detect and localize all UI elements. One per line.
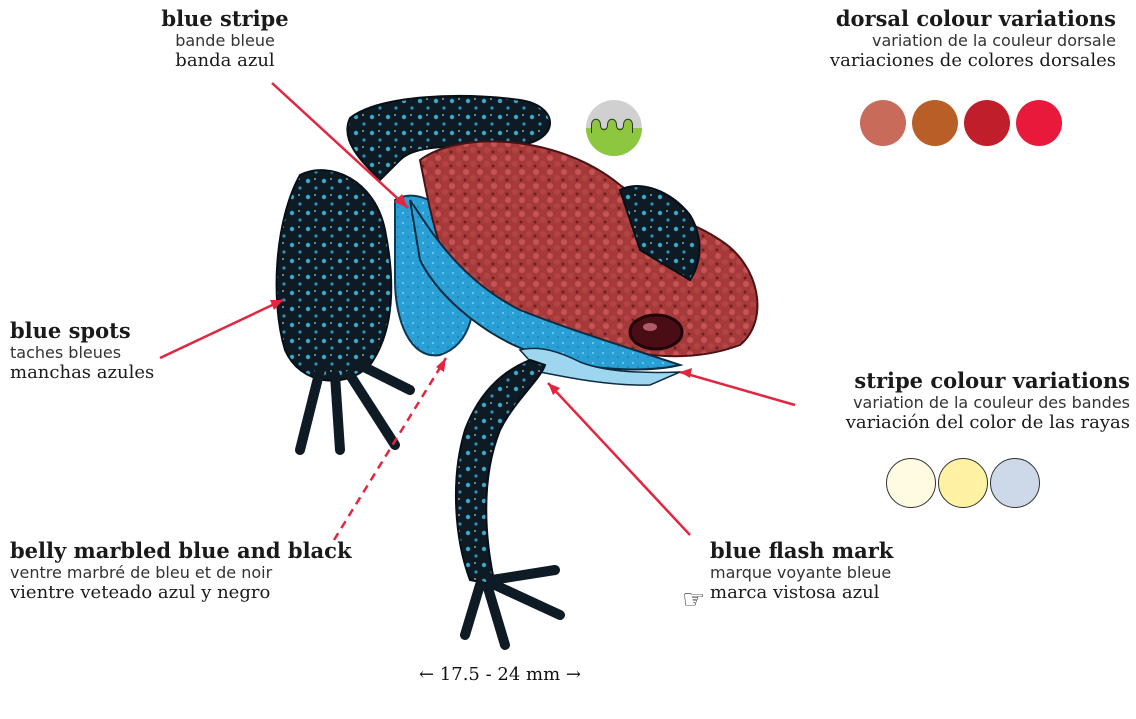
stripe-swatch-1 — [886, 458, 936, 508]
frog-eye-highlight — [643, 323, 657, 331]
dorsal-swatch-2 — [912, 100, 958, 146]
stripe-swatch-2 — [938, 458, 988, 508]
frog-eye — [630, 315, 682, 349]
label-belly-es: vientre veteado azul y negro — [10, 582, 352, 603]
label-flash-mark: blue flash mark marque voyante bleue mar… — [710, 538, 893, 603]
pointer-flash — [548, 383, 690, 535]
frog-hind-leg-left — [277, 170, 392, 380]
label-blue-stripe: blue stripe bande bleue banda azul — [130, 6, 320, 71]
dorsal-swatch-3 — [964, 100, 1010, 146]
label-flash-en: blue flash mark — [710, 538, 893, 563]
label-dorsal-fr: variation de la couleur dorsale — [736, 31, 1116, 50]
habitat-icon — [586, 100, 642, 156]
label-blue-spots-fr: taches bleues — [10, 343, 154, 362]
label-blue-stripe-es: banda azul — [130, 50, 320, 71]
label-flash-fr: marque voyante bleue — [710, 563, 893, 582]
pointer-stripe-colour-arrow — [680, 368, 692, 378]
dorsal-swatch-4 — [1016, 100, 1062, 146]
dorsal-swatch-1 — [860, 100, 906, 146]
label-belly: belly marbled blue and black ventre marb… — [10, 538, 352, 603]
size-scale: ← 17.5 - 24 mm → — [400, 664, 600, 685]
label-belly-fr: ventre marbré de bleu et de noir — [10, 563, 352, 582]
label-dorsal-en: dorsal colour variations — [736, 6, 1116, 31]
label-dorsal-variations: dorsal colour variations variation de la… — [736, 6, 1116, 71]
stripe-swatch-3 — [990, 458, 1040, 508]
label-stripe-en: stripe colour variations — [730, 368, 1130, 393]
frog-front-foot — [465, 570, 560, 645]
label-blue-spots: blue spots taches bleues manchas azules — [10, 318, 154, 383]
frog-hind-foot — [300, 365, 410, 450]
label-stripe-es: variación del color de las rayas — [730, 412, 1130, 433]
label-blue-spots-en: blue spots — [10, 318, 154, 343]
label-dorsal-es: variaciones de colores dorsales — [736, 50, 1116, 71]
label-belly-en: belly marbled blue and black — [10, 538, 352, 563]
pointer-blue-spots — [160, 300, 283, 358]
frog-dorsum — [420, 141, 757, 356]
label-flash-es: marca vistosa azul — [710, 582, 893, 603]
label-blue-spots-es: manchas azules — [10, 362, 154, 383]
label-stripe-variations: stripe colour variations variation de la… — [730, 368, 1130, 433]
label-stripe-fr: variation de la couleur des bandes — [730, 393, 1130, 412]
pointing-hand-icon: ☞ — [682, 585, 705, 615]
label-blue-stripe-en: blue stripe — [130, 6, 320, 31]
label-blue-stripe-fr: bande bleue — [130, 31, 320, 50]
frog-front-leg — [456, 360, 545, 585]
